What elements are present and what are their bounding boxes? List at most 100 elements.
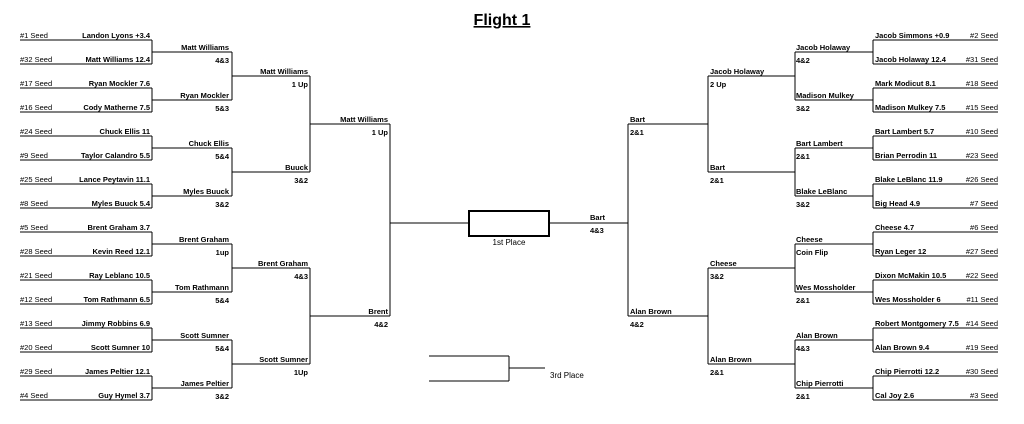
left-r1-player: Kevin Reed 12.1 [92,247,150,256]
right-r1-seed-label: #19 Seed [966,343,998,352]
left-r1-player: Cody Matherne 7.5 [83,103,150,112]
right-r3-winner: Bart [710,163,726,172]
right-r3-winner: Jacob Holaway [710,67,765,76]
right-r1-player: Madison Mulkey 7.5 [875,103,945,112]
right-r1-seed-label: #7 Seed [970,199,998,208]
left-r1-player: Ryan Mockler 7.6 [89,79,150,88]
left-r1-player: Landon Lyons +3.4 [82,31,151,40]
left-r3-winner: Brent Graham [258,259,308,268]
left-r1-seed-label: #25 Seed [20,175,52,184]
right-r1-player: Bart Lambert 5.7 [875,127,934,136]
left-r3-score: 1 Up [292,80,309,89]
right-r1-seed-label: #22 Seed [966,271,998,280]
right-r1-seed-label: #31 Seed [966,55,998,64]
right-r3-score: 2&1 [710,176,724,185]
left-r1-player: Myles Buuck 5.4 [92,199,151,208]
right-r2-winner: Jacob Holaway [796,43,851,52]
left-r2-winner: Chuck Ellis [189,139,229,148]
right-r1-player: Brian Perrodin 11 [875,151,937,160]
right-r2-score: 2&1 [796,296,810,305]
left-r1-player: Jimmy Robbins 6.9 [82,319,150,328]
right-r1-player: Cal Joy 2.6 [875,391,914,400]
first-place-box [468,210,550,237]
right-r1-player: Blake LeBlanc 11.9 [875,175,943,184]
right-r2-winner: Chip Pierrotti [796,379,844,388]
left-r2-score: 5&3 [215,104,229,113]
bracket-lines [20,39,998,401]
left-r2-score: 4&3 [215,56,229,65]
left-r1-seed-label: #13 Seed [20,319,52,328]
right-r1-player: Wes Mossholder 6 [875,295,941,304]
right-r4-winner: Bart [630,115,646,124]
left-r2-winner: Brent Graham [179,235,229,244]
right-r2-score: 4&3 [796,344,810,353]
left-r2-score: 3&2 [215,392,229,401]
right-r1-player: Robert Montgomery 7.5 [875,319,959,328]
right-r2-score: 3&2 [796,200,810,209]
right-r3-winner: Cheese [710,259,737,268]
right-r1-seed-label: #30 Seed [966,367,998,376]
right-r2-winner: Cheese [796,235,823,244]
left-r2-score: 5&4 [215,344,230,353]
left-r1-seed-label: #32 Seed [20,55,52,64]
left-r1-player: Chuck Ellis 11 [100,127,150,136]
right-r2-winner: Wes Mossholder [796,283,856,292]
left-r1-seed-label: #28 Seed [20,247,52,256]
left-r1-player: Tom Rathmann 6.5 [83,295,150,304]
left-r1-seed-label: #29 Seed [20,367,52,376]
left-r4-score: 4&2 [374,320,388,329]
right-r2-score: 3&2 [796,104,810,113]
right-r2-score: 2&1 [796,152,810,161]
right-r2-winner: Alan Brown [796,331,838,340]
left-r2-winner: Scott Sumner [180,331,229,340]
right-r2-score: Coin Flip [796,248,828,257]
right-r2-winner: Bart Lambert [796,139,843,148]
left-r2-score: 3&2 [215,200,229,209]
right-r3-score: 2 Up [710,80,727,89]
right-r1-seed-label: #2 Seed [970,31,998,40]
right-r2-winner: Blake LeBlanc [796,187,847,196]
right-r4-score: 2&1 [630,128,644,137]
left-r4-winner: Matt Williams [340,115,388,124]
left-r2-score: 5&4 [215,296,230,305]
right-r1-player: Mark Modicut 8.1 [875,79,936,88]
right-r1-seed-label: #6 Seed [970,223,998,232]
right-r1-player: Jacob Simmons +0.9 [875,31,949,40]
left-r4-score: 1 Up [372,128,389,137]
right-r1-player: Chip Pierrotti 12.2 [875,367,939,376]
left-r1-seed-label: #17 Seed [20,79,52,88]
left-r3-score: 1Up [294,368,309,377]
left-r4-winner: Brent [368,307,388,316]
right-r1-player: Big Head 4.9 [875,199,920,208]
right-r3-score: 2&1 [710,368,724,377]
left-r2-score: 1up [216,248,230,257]
left-r2-winner: Ryan Mockler [180,91,229,100]
right-r1-seed-label: #26 Seed [966,175,998,184]
left-r2-winner: Tom Rathmann [175,283,229,292]
right-r2-winner: Madison Mulkey [796,91,855,100]
left-r3-score: 3&2 [294,176,308,185]
right-r1-seed-label: #14 Seed [966,319,998,328]
champion-score: 4&3 [590,226,604,235]
right-r1-seed-label: #18 Seed [966,79,998,88]
left-r1-seed-label: #24 Seed [20,127,52,136]
left-r1-seed-label: #1 Seed [20,31,48,40]
left-r1-player: Ray Leblanc 10.5 [89,271,150,280]
left-r1-seed-label: #16 Seed [20,103,52,112]
left-r3-score: 4&3 [294,272,308,281]
right-r1-player: Jacob Holaway 12.4 [875,55,947,64]
right-r4-winner: Alan Brown [630,307,672,316]
left-r1-player: Scott Sumner 10 [91,343,150,352]
left-r1-seed-label: #8 Seed [20,199,48,208]
left-r2-winner: Myles Buuck [183,187,230,196]
right-r2-score: 2&1 [796,392,810,401]
right-r1-seed-label: #27 Seed [966,247,998,256]
right-r1-seed-label: #11 Seed [966,295,998,304]
left-r2-score: 5&4 [215,152,230,161]
left-r2-winner: Matt Williams [181,43,229,52]
right-r1-seed-label: #23 Seed [966,151,998,160]
left-r1-player: James Peltier 12.1 [85,367,150,376]
third-place-label: 3rd Place [550,371,584,380]
left-r1-player: Lance Peytavin 11.1 [79,175,150,184]
